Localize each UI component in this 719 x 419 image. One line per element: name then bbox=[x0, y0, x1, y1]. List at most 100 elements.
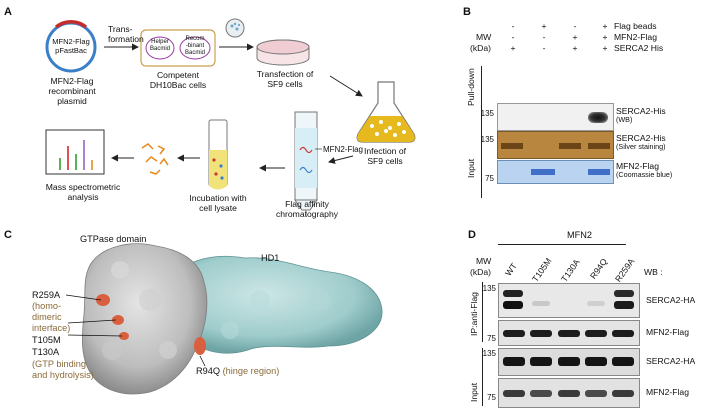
t130a-label: T130A bbox=[32, 347, 60, 357]
incubation-1: Incubation with bbox=[189, 193, 247, 203]
mw-ip-135: 135 bbox=[482, 284, 496, 293]
transformation-label: Trans- formation bbox=[108, 24, 144, 44]
helper-label: Helper bbox=[151, 39, 169, 45]
lane-sign: + bbox=[541, 21, 547, 31]
input-mfn2-blot bbox=[498, 378, 640, 408]
mw-in-135: 135 bbox=[482, 349, 496, 358]
r259a-note-3: interface) bbox=[32, 323, 71, 333]
infection-2: SF9 cells bbox=[367, 156, 403, 166]
bacmid-label-2: Bacmid bbox=[184, 50, 205, 56]
row-label-2: MFN2-Flag bbox=[646, 327, 689, 337]
competent-1: Competent bbox=[156, 70, 200, 80]
flag-affinity-caption: Flag affinity chromatography bbox=[270, 199, 344, 219]
r94q-note: (hinge region) bbox=[222, 366, 280, 376]
panel-label-d: D bbox=[468, 229, 476, 241]
mw-in-75: 75 bbox=[487, 393, 496, 402]
transformation-2: formation bbox=[108, 34, 144, 44]
flag-beads-label: Flag beads bbox=[614, 21, 657, 31]
ip-side-rule bbox=[482, 282, 483, 342]
incubation-caption: Incubation with cell lysate bbox=[180, 193, 256, 213]
transfection-1: Transfection of bbox=[256, 69, 314, 79]
recombinant-bacmid-label: Recom -binant Bacmid bbox=[182, 36, 208, 57]
band-label-1-main: SERCA2-His bbox=[616, 106, 666, 116]
mass-spec-2: analysis bbox=[67, 192, 99, 202]
band-label-1-sub: (WB) bbox=[616, 115, 633, 124]
t-note-2: and hydrolysis) bbox=[32, 370, 94, 380]
lane-sign: - bbox=[511, 32, 515, 42]
lane-sign: + bbox=[602, 32, 608, 42]
r94q-text: R94Q bbox=[196, 366, 221, 376]
t-note-1: (GTP binding bbox=[32, 359, 86, 369]
coomassie-blot bbox=[497, 160, 614, 184]
lane-sign: + bbox=[572, 32, 578, 42]
panel-label-c: C bbox=[4, 229, 12, 241]
input-serca2-blot bbox=[498, 348, 640, 376]
lane-sign: + bbox=[572, 43, 578, 53]
bacmid-label: Bacmid bbox=[149, 46, 170, 52]
lane-sign: - bbox=[573, 21, 577, 31]
mass-spec-caption: Mass spectrometric analysis bbox=[38, 182, 128, 202]
hd1-label: HD1 bbox=[261, 253, 280, 263]
mw-label-d: MW bbox=[476, 256, 492, 266]
mw-pulldown-135: 135 bbox=[480, 109, 494, 118]
pulldown-wb-blot bbox=[497, 103, 614, 131]
r259a-label: R259A bbox=[32, 290, 61, 300]
kda-label-b: (kDa) bbox=[470, 43, 492, 53]
transfection-2: SF9 cells bbox=[267, 79, 303, 89]
competent-2: DH10Bac cells bbox=[149, 80, 207, 90]
t105m-label: T105M bbox=[32, 335, 61, 345]
mw-label-b: MW bbox=[476, 32, 492, 42]
band-label-2-sub: (Silver staining) bbox=[616, 142, 666, 151]
band-label-1: SERCA2-His (WB) bbox=[616, 106, 666, 124]
silver-stain-blot bbox=[497, 131, 614, 159]
r259a-note-2: dimeric bbox=[32, 312, 62, 322]
infection-caption: Infection of SF9 cells bbox=[350, 146, 420, 166]
mfn2-flag-header: MFN2-Flag bbox=[614, 32, 657, 42]
lane-sign: + bbox=[602, 21, 608, 31]
r94q-label: R94Q (hinge region) bbox=[196, 366, 279, 377]
ip-mfn2-blot bbox=[498, 320, 640, 346]
ip-serca2-blot bbox=[498, 283, 640, 318]
mfn2-flag-label: MFN2-Flag bbox=[323, 145, 364, 154]
helper-bacmid-label: Helper Bacmid bbox=[148, 39, 172, 53]
gtpase-domain-label: GTPase domain bbox=[80, 234, 147, 244]
plasmid-top-label: MFN2-Flag bbox=[52, 37, 90, 46]
plasmid-bottom-label: pFastBac bbox=[55, 46, 87, 55]
band-label-2: SERCA2-His (Silver staining) bbox=[616, 133, 666, 151]
infection-1: Infection of bbox=[363, 146, 407, 156]
flag-affinity-2: chromatography bbox=[275, 209, 339, 219]
recom-label: Recom bbox=[185, 36, 205, 42]
band-label-2-main: SERCA2-His bbox=[616, 133, 666, 143]
row-label-4: MFN2-Flag bbox=[646, 387, 689, 397]
r259a-note-1: (homo- bbox=[32, 301, 62, 311]
ip-side-label: IP:anti-Flag bbox=[469, 292, 479, 336]
lane-sign: - bbox=[511, 21, 515, 31]
lane-sign: - bbox=[542, 32, 546, 42]
panel-b-side-rule bbox=[481, 66, 482, 198]
incubation-2: cell lysate bbox=[199, 203, 237, 213]
wb-label: WB : bbox=[644, 267, 663, 277]
panel-label-a: A bbox=[4, 6, 12, 18]
panel-label-b: B bbox=[463, 6, 471, 18]
mw-input-75: 75 bbox=[485, 174, 494, 183]
serca2-his-header: SERCA2 His bbox=[614, 43, 664, 53]
mw-ip-75: 75 bbox=[487, 334, 496, 343]
row-label-1: SERCA2-HA bbox=[646, 295, 696, 305]
lane-sign: + bbox=[510, 43, 516, 53]
input-side-rule bbox=[482, 348, 483, 406]
plasmid-caption-3: plasmid bbox=[57, 96, 87, 106]
competent-caption: Competent DH10Bac cells bbox=[138, 70, 218, 90]
binant-label: -binant bbox=[185, 43, 205, 49]
lane-sign: + bbox=[602, 43, 608, 53]
plasmid-caption-1: MFN2-Flag bbox=[50, 76, 94, 86]
mass-spec-1: Mass spectrometric bbox=[45, 182, 121, 192]
band-label-3: MFN2-Flag (Coomassie blue) bbox=[616, 161, 672, 179]
flag-affinity-1: Flag affinity bbox=[285, 199, 329, 209]
transformation-1: Trans- bbox=[108, 24, 133, 34]
r259a-note: (homo- dimeric interface) bbox=[32, 301, 70, 334]
lane-sign: - bbox=[542, 43, 546, 53]
mfn2-header: MFN2 bbox=[567, 230, 593, 240]
t-note: (GTP binding and hydrolysis) bbox=[32, 359, 94, 381]
kda-label-d: (kDa) bbox=[470, 267, 492, 277]
